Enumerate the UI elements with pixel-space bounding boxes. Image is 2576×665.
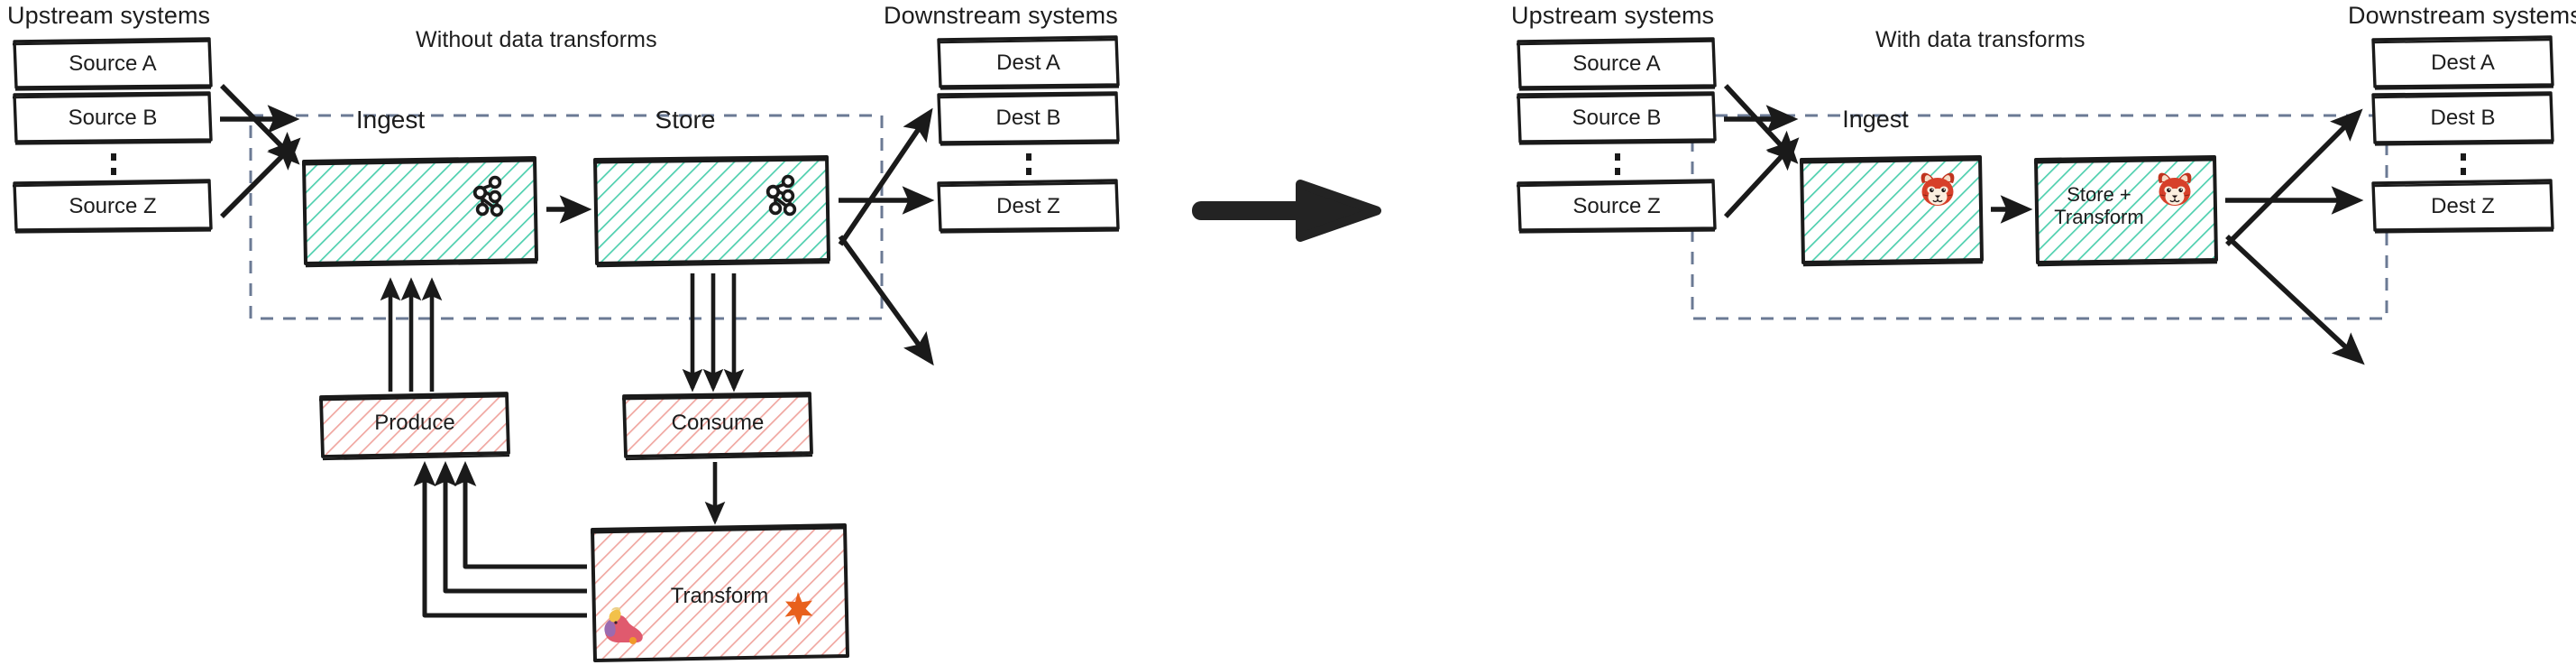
left-platform-boundary (249, 114, 884, 320)
right-arrow-store-destZ (2225, 234, 2365, 365)
arrow-store-destA (838, 107, 933, 246)
right-dest-a-box (2371, 35, 2554, 90)
spark-icon (784, 592, 813, 625)
left-transform-label: Transform (670, 584, 769, 608)
arrow-transform-produce-2 (434, 460, 587, 594)
left-source-a-label: Source A (69, 51, 157, 76)
right-dest-a-label: Dest A (2431, 51, 2495, 75)
left-source-b-label: Source B (68, 106, 158, 130)
left-source-z-label: Source Z (69, 194, 157, 218)
left-source-z-box (12, 179, 213, 234)
right-source-a-label: Source A (1572, 51, 1661, 76)
right-source-b-box (1516, 91, 1717, 145)
flink-squirrel-icon (604, 607, 643, 644)
left-store-box (592, 155, 830, 268)
arrow-sourceZ-ingest (220, 137, 301, 218)
arrow-transform-produce-1 (454, 460, 587, 569)
left-dest-z-box (937, 179, 1120, 234)
right-downstream-header: Downstream systems (2348, 2, 2576, 29)
left-store-label: Store (655, 106, 716, 134)
left-dest-b-label: Dest B (995, 106, 1061, 130)
left-dest-a-box (937, 35, 1120, 90)
transition-arrow-icon (1192, 180, 1381, 242)
left-dest-z-label: Dest Z (996, 194, 1060, 218)
left-produce-box (318, 392, 510, 461)
left-downstream-header: Downstream systems (884, 2, 1118, 29)
right-dest-b-label: Dest B (2430, 106, 2496, 130)
right-panel-caption: With data transforms (1875, 27, 2086, 52)
right-upstream-header: Upstream systems (1511, 2, 1715, 29)
left-upstream-header: Upstream systems (7, 2, 211, 29)
arrow-sourceA-ingest (220, 84, 300, 165)
left-consume-label: Consume (671, 411, 765, 435)
right-arrow-sourceA-ingest (1723, 84, 1799, 164)
right-arrow-sourceZ-ingest (1723, 137, 1800, 218)
left-ingest-label: Ingest (355, 106, 426, 134)
redpanda-icon (2158, 172, 2192, 206)
right-source-b-label: Source B (1572, 106, 1662, 130)
left-transform-box (590, 523, 849, 662)
right-arrow-store-destA (2225, 108, 2363, 246)
right-source-z-box (1516, 179, 1717, 234)
right-store-transform-label-line1: Store + (2067, 183, 2131, 206)
right-ingest-box (1799, 155, 1984, 267)
left-source-b-box (12, 91, 213, 145)
kafka-icon (765, 174, 797, 217)
right-dest-z-label: Dest Z (2431, 194, 2495, 218)
right-dest-z-box (2371, 179, 2554, 234)
left-consume-box (621, 392, 813, 461)
right-source-a-box (1516, 37, 1717, 91)
kafka-icon (472, 175, 504, 217)
left-ingest-box (301, 156, 538, 268)
left-panel-caption: Without data transforms (416, 27, 657, 52)
right-ingest-label: Ingest (1842, 106, 1909, 133)
arrow-transform-produce-3 (413, 460, 587, 618)
left-dest-b-box (937, 91, 1120, 146)
left-dest-a-label: Dest A (996, 51, 1060, 75)
redpanda-icon (1921, 172, 1955, 206)
right-store-transform-label-line2: Transform (2054, 206, 2144, 228)
left-source-a-box (12, 37, 213, 91)
right-source-z-label: Source Z (1572, 194, 1661, 218)
right-dest-b-box (2371, 91, 2554, 146)
arrow-store-destZ (838, 235, 934, 366)
left-produce-label: Produce (374, 411, 455, 435)
